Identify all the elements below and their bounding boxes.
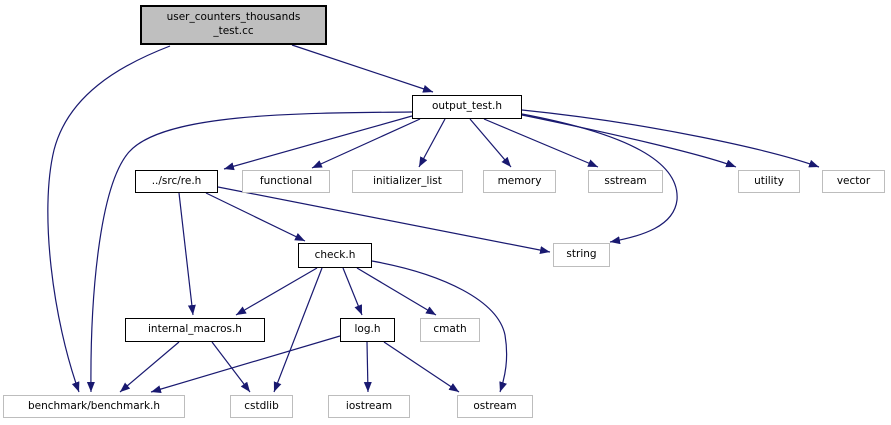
root-label-line1: user_counters_thousands xyxy=(166,11,301,24)
edge-group xyxy=(47,44,820,393)
edge-log-to-benchmark xyxy=(150,335,341,393)
edge-check-to-log xyxy=(342,267,363,316)
graph-node-sstream: sstream xyxy=(588,170,663,193)
node-label: cstdlib xyxy=(244,399,279,412)
edge-output_test-to-utility xyxy=(521,114,737,168)
node-label: memory xyxy=(497,174,542,187)
edge-output_test-to-memory xyxy=(469,118,512,168)
node-label: internal_macros.h xyxy=(148,323,242,336)
node-label: benchmark/benchmark.h xyxy=(27,399,161,412)
node-label: functional xyxy=(259,174,313,187)
node-label: ../src/re.h xyxy=(151,174,202,187)
graph-node-src-re-h[interactable]: ../src/re.h xyxy=(135,170,218,193)
edge-check-to-cstdlib xyxy=(273,267,323,393)
graph-node-benchmark-benchmark-h: benchmark/benchmark.h xyxy=(3,395,185,418)
node-label: iostream xyxy=(345,399,393,412)
graph-node-utility: utility xyxy=(738,170,800,193)
graph-node-iostream: iostream xyxy=(328,395,410,418)
graph-node-cstdlib: cstdlib xyxy=(230,395,293,418)
graph-node-log-h[interactable]: log.h xyxy=(340,318,395,342)
edge-re-to-internal_macros xyxy=(178,192,196,316)
graph-node-internal-macros-h[interactable]: internal_macros.h xyxy=(125,318,265,342)
node-label: log.h xyxy=(354,323,381,336)
edge-root-to-benchmark xyxy=(47,45,171,393)
graph-node-cmath: cmath xyxy=(420,318,480,342)
graph-node-user-counters-thousands-test-cc: user_counters_thousands _test.cc xyxy=(140,5,327,45)
edge-check-to-internal_macros xyxy=(235,267,318,316)
node-label: sstream xyxy=(604,174,647,187)
graph-node-ostream: ostream xyxy=(457,395,533,418)
node-label: output_test.h xyxy=(431,100,503,113)
node-label: ostream xyxy=(473,399,517,412)
edge-log-to-ostream xyxy=(383,341,460,393)
graph-node-check-h[interactable]: check.h xyxy=(298,243,372,268)
node-label: initializer_list xyxy=(373,174,442,187)
edge-check-to-ostream xyxy=(371,260,508,393)
edge-re-to-check xyxy=(205,192,306,242)
edge-output_test-to-initializer_list xyxy=(418,118,446,168)
edge-output_test-to-benchmark xyxy=(86,111,413,393)
node-label: vector xyxy=(836,174,871,187)
graph-node-string: string xyxy=(553,243,610,267)
node-label: utility xyxy=(754,174,784,187)
graph-node-vector: vector xyxy=(822,170,885,193)
graph-node-functional: functional xyxy=(242,170,330,193)
root-label-line2: _test.cc xyxy=(213,25,254,37)
edge-output_test-to-re xyxy=(223,115,413,171)
edge-output_test-to-vector xyxy=(521,109,820,168)
edge-internal_macros-to-benchmark xyxy=(119,341,180,393)
graph-node-output-test-h[interactable]: output_test.h xyxy=(412,95,522,119)
edge-internal_macros-to-cstdlib xyxy=(211,341,251,393)
graph-node-initializer-list: initializer_list xyxy=(352,170,463,193)
node-label: cmath xyxy=(433,323,467,336)
graph-node-memory: memory xyxy=(483,170,556,193)
node-label: string xyxy=(566,248,597,261)
node-label: check.h xyxy=(314,248,356,261)
edge-output_test-to-functional xyxy=(311,118,421,169)
edge-check-to-cmath xyxy=(356,267,437,316)
edge-output_test-to-string xyxy=(521,113,678,245)
edge-root-to-output_test xyxy=(291,44,434,93)
edge-re-to-string xyxy=(217,186,551,255)
edge-log-to-iostream xyxy=(363,341,372,393)
edge-output_test-to-sstream xyxy=(483,118,599,168)
